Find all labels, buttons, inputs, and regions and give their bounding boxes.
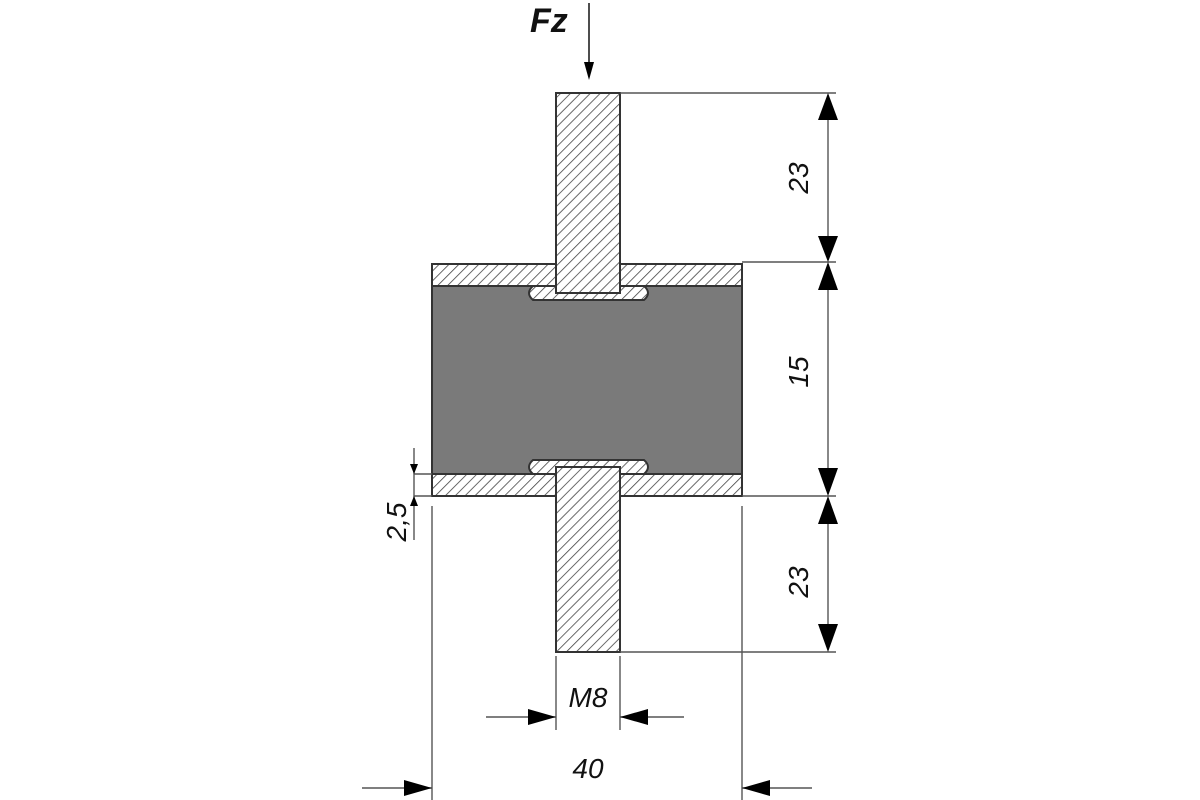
dimension-top-stud-length: 23: [783, 162, 814, 195]
dimension-line-top-stud: [818, 93, 838, 262]
dimension-line-plate-thickness: [410, 448, 432, 540]
dimension-body-height: 15: [783, 356, 814, 388]
dimension-line-thread: [486, 709, 684, 725]
dimension-line-body-height: [818, 262, 838, 496]
dimension-line-overall-diameter: [362, 780, 812, 796]
dimension-bottom-stud-length: 23: [783, 566, 814, 599]
force-arrow: [584, 3, 594, 80]
extension-lines-right: [620, 92, 836, 653]
force-label: Fz: [530, 2, 568, 40]
top-stud: [555, 92, 621, 294]
dimension-line-bottom-stud: [818, 496, 838, 652]
bottom-stud: [555, 466, 621, 653]
dimension-plate-thickness: 2,5: [381, 502, 412, 542]
dimension-thread: M8: [569, 682, 608, 713]
dimension-overall-diameter: 40: [572, 753, 604, 784]
rubber-body: [431, 285, 743, 475]
